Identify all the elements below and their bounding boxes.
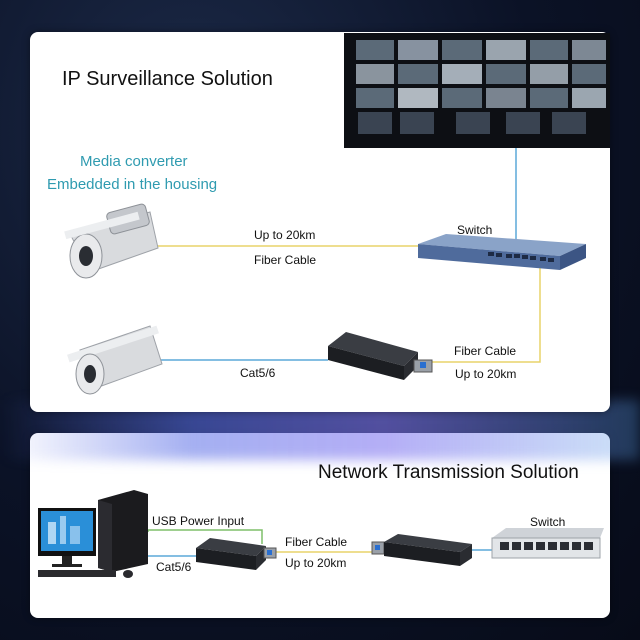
fiber-cable-label-top-1: Fiber Cable xyxy=(254,253,317,267)
fiber-cable-converter xyxy=(430,262,541,363)
video-wall xyxy=(344,33,610,148)
distance-label-top-2: Up to 20km xyxy=(455,367,517,381)
fiber-cable-label-top-2: Fiber Cable xyxy=(454,344,517,358)
copper-label-top: Cat5/6 xyxy=(240,366,276,380)
switch-bottom-device xyxy=(491,528,604,559)
computer xyxy=(38,490,148,578)
network-transmission-title: Network Transmission Solution xyxy=(318,462,579,483)
copper-label-bottom: Cat5/6 xyxy=(156,560,192,574)
ip-camera xyxy=(67,325,163,395)
distance-label-bottom: Up to 20km xyxy=(285,556,347,570)
ip-camera-with-converter xyxy=(64,203,159,279)
switch-label-top: Switch xyxy=(457,223,493,237)
media-converter-bottom-left xyxy=(196,538,277,570)
media-converter-bottom-right xyxy=(371,534,472,566)
media-converter-top xyxy=(328,332,433,380)
fiber-cable-label-bottom: Fiber Cable xyxy=(285,535,348,549)
switch-top-device xyxy=(418,234,586,270)
distance-label-top-1: Up to 20km xyxy=(254,228,316,242)
ip-surveillance-title: IP Surveillance Solution xyxy=(62,68,273,90)
converter-note-line2: Embedded in the housing xyxy=(47,176,218,193)
switch-label-bottom: Switch xyxy=(530,515,566,529)
converter-note-line1: Media converter xyxy=(80,153,188,170)
usb-power-label: USB Power Input xyxy=(152,514,245,528)
